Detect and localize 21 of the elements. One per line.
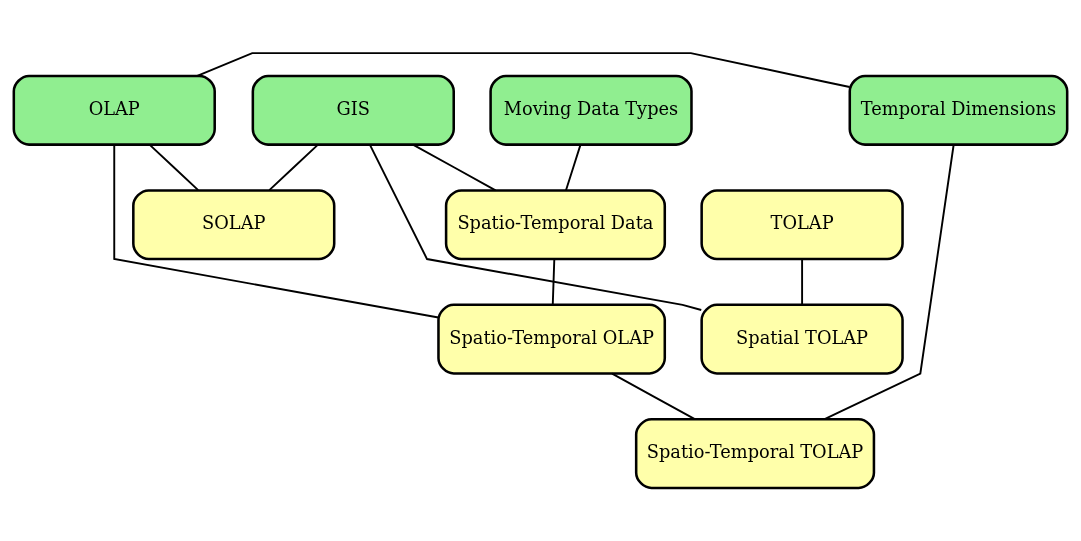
connector — [268, 143, 319, 192]
node-box: GIS — [251, 74, 455, 146]
connector — [412, 143, 497, 192]
connector — [801, 258, 804, 306]
node-box: OLAP — [12, 74, 216, 146]
connector — [368, 143, 703, 311]
node-box: Spatial TOLAP — [700, 303, 904, 375]
connector — [113, 143, 440, 319]
node-box: TOLAP — [700, 189, 904, 261]
connector — [611, 372, 696, 421]
node-box: SOLAP — [132, 189, 336, 261]
node-box: Spatio-Temporal OLAP — [437, 303, 667, 375]
node-box: Spatio-Temporal Data — [444, 189, 667, 261]
connector — [823, 143, 955, 421]
connector — [196, 52, 851, 88]
connector — [148, 143, 200, 192]
node-box: Temporal Dimensions — [848, 74, 1069, 146]
connector — [551, 258, 556, 306]
node-box: Moving Data Types — [489, 74, 693, 146]
node-box: Spatio-Temporal TOLAP — [634, 418, 876, 490]
connector — [565, 144, 582, 192]
